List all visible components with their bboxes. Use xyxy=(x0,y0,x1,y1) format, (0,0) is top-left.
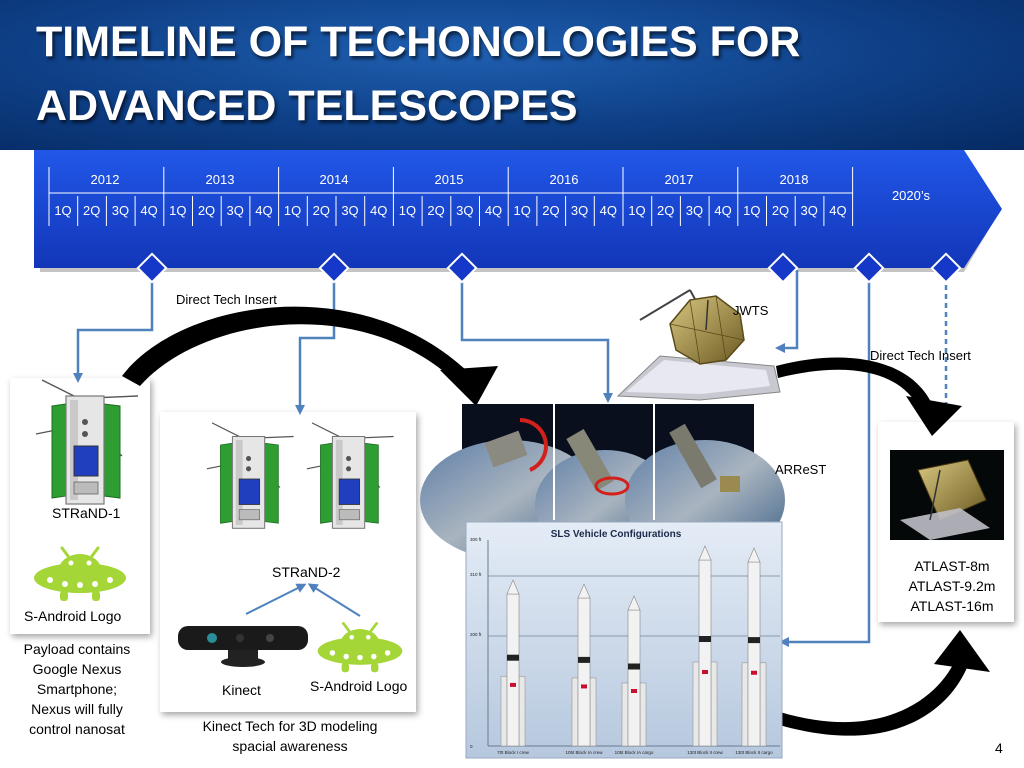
sls-vehicle-label: 70t Block I crew xyxy=(497,750,530,755)
connector-strand1 xyxy=(73,270,154,383)
quarter-label: 2Q xyxy=(197,203,216,218)
s-android-logo-label: S-Android Logo xyxy=(24,608,122,624)
quarter-label: 3Q xyxy=(800,203,818,218)
s-android-logo-image xyxy=(32,546,128,603)
sls-rocket xyxy=(692,545,718,747)
quarter-label: 2Q xyxy=(83,203,101,218)
quarter-label: 3Q xyxy=(111,203,130,218)
quarter-label: 4Q xyxy=(370,203,388,218)
year-2018: 2018 xyxy=(779,172,809,187)
curved-arrow-left xyxy=(122,306,498,406)
strand2-cubesat-image xyxy=(206,422,295,529)
timeline-arrow xyxy=(34,150,1002,268)
quarter-label: 2Q xyxy=(657,203,675,218)
strand1-cubesat-image xyxy=(35,379,139,505)
sls-y-tick: 200 ft xyxy=(470,632,482,637)
quarter-label: 4Q xyxy=(599,203,617,218)
slide-title: TIMELINE OF TECHONOLOGIES FOR ADVANCED T… xyxy=(36,18,801,130)
milestone-diamond xyxy=(136,252,168,284)
quarter-label: 3Q xyxy=(456,203,474,218)
year-2012: 2012 xyxy=(90,172,120,187)
quarter-label: 1Q xyxy=(283,203,302,218)
quarter-label: 4Q xyxy=(255,203,273,218)
milestone-diamond xyxy=(767,252,799,284)
quarter-label: 4Q xyxy=(484,203,503,218)
quarter-label: 3Q xyxy=(570,203,589,218)
quarter-label: 2Q xyxy=(427,203,445,218)
sls-chart-title: SLS Vehicle Configurations xyxy=(551,529,682,540)
quarter-label: 2Q xyxy=(771,203,790,218)
quarter-label: 1Q xyxy=(398,203,417,218)
sls-y-tick: 310 ft xyxy=(470,572,482,577)
year-2014: 2014 xyxy=(319,172,349,187)
quarter-label: 3Q xyxy=(226,203,244,218)
sls-rocket xyxy=(741,547,767,747)
sls-y-tick: 300 ft xyxy=(470,537,482,542)
milestone-diamond xyxy=(853,252,885,284)
quarter-label: 2Q xyxy=(312,203,330,218)
milestone-diamond xyxy=(318,252,350,284)
strand1-label: STRaND-1 xyxy=(52,505,121,521)
quarter-label: 2Q xyxy=(542,203,560,218)
sls-y-tick: 0 xyxy=(470,744,473,749)
sls-vehicle-label: 105t Block IA cargo xyxy=(615,750,654,755)
quarter-label: 1Q xyxy=(513,203,531,218)
year-2013: 2013 xyxy=(205,172,235,187)
title-banner: TIMELINE OF TECHONOLOGIES FOR ADVANCED T… xyxy=(0,0,1024,150)
year-2016: 2016 xyxy=(549,172,579,187)
year-2017: 2017 xyxy=(664,172,694,187)
direct-tech-insert-label: Direct Tech Insert xyxy=(870,348,971,363)
atlast-8m-label: ATLAST-8m xyxy=(914,558,990,574)
connector-jwts xyxy=(775,270,799,353)
strand2-cubesat-image xyxy=(306,422,395,529)
atlast-image xyxy=(890,450,1004,540)
quarter-label: 1Q xyxy=(169,203,187,218)
milestone-diamond xyxy=(446,252,478,284)
year-2015: 2015 xyxy=(434,172,464,187)
direct-tech-insert-label: Direct Tech Insert xyxy=(176,292,277,307)
jwst-telescope xyxy=(616,289,781,401)
arrest-label: ARReST xyxy=(775,462,827,477)
quarter-label: 1Q xyxy=(743,203,761,218)
quarter-label: 3Q xyxy=(341,203,359,218)
sls-vehicle-label: 130t Block II crew xyxy=(687,750,723,755)
future-period-label: 2020’s xyxy=(891,188,931,203)
quarter-label: 4Q xyxy=(140,203,158,218)
atlast-9-2m-label: ATLAST-9.2m xyxy=(908,578,996,594)
curved-arrow-bottom xyxy=(776,630,990,736)
quarter-label: 4Q xyxy=(714,203,732,218)
strand2-label: STRaND-2 xyxy=(272,564,341,580)
atlast-16m-label: ATLAST-16m xyxy=(910,598,994,614)
connector-strand2 xyxy=(295,270,336,415)
connector-arrest xyxy=(460,270,613,403)
sls-rocket xyxy=(500,579,526,747)
kinect-caption: Kinect Tech for 3D modeling spacial awar… xyxy=(202,718,378,754)
sls-vehicle-label: 130t Block II cargo xyxy=(735,750,773,755)
quarter-label: 4Q xyxy=(829,203,847,218)
kinect-label: Kinect xyxy=(222,682,261,698)
sls-vehicle-chart xyxy=(465,521,783,759)
s-android-logo-label: S-Android Logo xyxy=(310,678,408,694)
jwts-label: JWTS xyxy=(733,303,769,318)
quarter-label: 1Q xyxy=(54,203,72,218)
kinect-sensor-image xyxy=(178,626,308,667)
connector-sls xyxy=(779,270,871,647)
page-number: 4 xyxy=(995,740,1003,756)
sls-rocket xyxy=(621,595,647,747)
kinect-to-strand2-arrow xyxy=(245,583,307,615)
payload-note: Payload contains Google Nexus Smartphone… xyxy=(23,641,131,737)
curved-arrow-jwts xyxy=(776,357,962,436)
milestone-diamond xyxy=(930,252,962,284)
quarter-label: 3Q xyxy=(685,203,704,218)
sls-vehicle-label: 105t Block IA crew xyxy=(565,750,603,755)
sls-rocket xyxy=(571,583,597,747)
android-to-strand2-arrow xyxy=(307,583,361,617)
quarter-label: 1Q xyxy=(628,203,646,218)
s-android-logo-image xyxy=(316,622,404,674)
